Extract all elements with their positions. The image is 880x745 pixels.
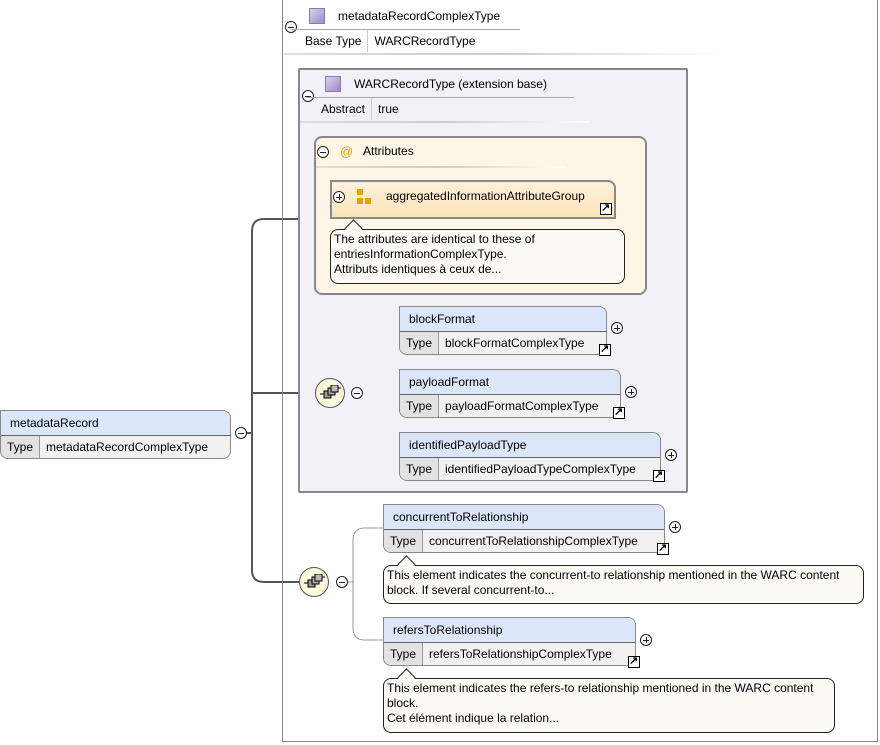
attributes-title: Attributes — [363, 144, 414, 158]
expand-icon[interactable] — [665, 449, 677, 461]
complex-type-icon — [325, 76, 341, 92]
goto-definition-icon[interactable] — [628, 654, 640, 668]
goto-definition-icon[interactable] — [657, 541, 669, 555]
attribute-group-icon — [357, 189, 371, 204]
element-note: This element indicates the concurrent-to… — [383, 565, 864, 604]
expand-icon[interactable] — [333, 191, 345, 203]
attribute-note: The attributes are identical to these of… — [330, 229, 625, 284]
expand-icon[interactable] — [625, 386, 637, 398]
collapse-icon[interactable] — [302, 90, 314, 102]
attribute-at-icon: @ — [340, 144, 354, 159]
extension-base-name: WARCRecordType (extension base) — [354, 77, 547, 91]
element-note: This element indicates the refers-to rel… — [383, 678, 835, 733]
goto-definition-icon[interactable] — [653, 468, 665, 482]
collapse-icon[interactable] — [235, 427, 247, 439]
collapse-icon[interactable] — [336, 576, 348, 588]
goto-definition-icon[interactable] — [600, 201, 612, 215]
collapse-icon[interactable] — [351, 387, 363, 399]
attribute-group-name: aggregatedInformationAttributeGroup — [386, 189, 585, 203]
sequence-compositor[interactable] — [299, 567, 329, 597]
expand-icon[interactable] — [669, 521, 681, 533]
complex-type-frame — [282, 0, 878, 742]
expand-icon[interactable] — [640, 634, 652, 646]
attribute-group[interactable] — [330, 180, 616, 219]
goto-definition-icon[interactable] — [613, 405, 625, 419]
collapse-icon[interactable] — [317, 146, 329, 158]
collapse-icon[interactable] — [285, 21, 297, 33]
complex-type-name: metadataRecordComplexType — [338, 9, 501, 23]
sequence-icon — [304, 574, 325, 588]
goto-definition-icon[interactable] — [599, 342, 611, 356]
sequence-icon — [320, 385, 341, 399]
expand-icon[interactable] — [611, 322, 623, 334]
sequence-compositor[interactable] — [315, 378, 345, 408]
complex-type-icon — [309, 8, 325, 24]
